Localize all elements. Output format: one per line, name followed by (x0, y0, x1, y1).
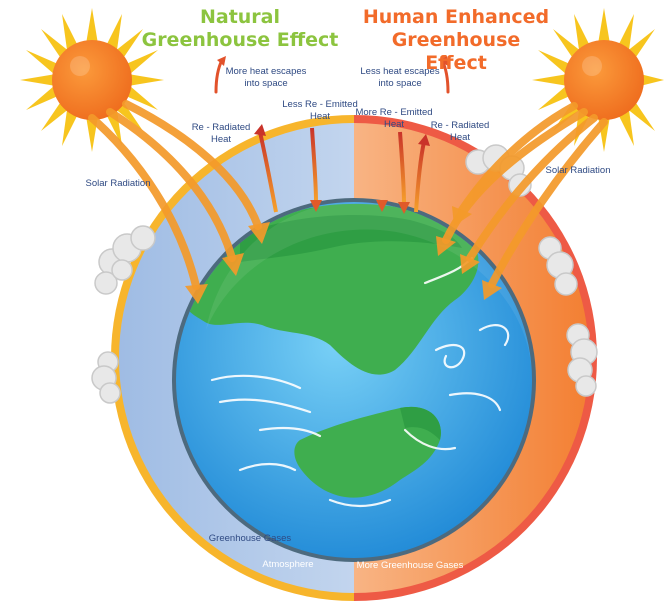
label-solar-radiation-left: Solar Radiation (85, 178, 151, 189)
label-line: Re - Radiated (191, 122, 251, 133)
heat-arrow-more-emitted-2 (398, 131, 410, 214)
heat-arrow-reradiated-right (414, 134, 430, 213)
label-line: Heat (309, 111, 331, 122)
label-line: Less Re - Emitted (282, 99, 358, 110)
label-line: Less heat escapes (360, 66, 440, 77)
title-natural-line2: Greenhouse Effect (141, 29, 339, 51)
label-more-heat-escapes: More heat escapes into space (222, 66, 310, 90)
label-line: into space (244, 78, 288, 89)
solar-radiation-arrows-left (88, 100, 262, 290)
label-more-greenhouse-gases: More Greenhouse Gases (356, 560, 464, 571)
label-solar-radiation-right: Solar Radiation (545, 165, 611, 176)
label-greenhouse-gases: Greenhouse Gases (208, 533, 292, 544)
sun-icon (20, 8, 164, 152)
sun-icon (532, 8, 664, 152)
label-less-re-emitted-heat: Less Re - Emitted Heat (280, 99, 360, 123)
label-line: into space (378, 78, 422, 89)
label-line: More heat escapes (225, 66, 307, 77)
title-natural-greenhouse-effect: Natural Greenhouse Effect (140, 6, 340, 52)
label-more-re-emitted-heat: More Re - Emitted Heat (352, 107, 436, 131)
cloud-icon (94, 225, 156, 295)
cloud-icon (538, 236, 578, 296)
heat-arrow-more-emitted (376, 130, 388, 212)
label-line: Re - Radiated (430, 120, 490, 131)
heat-arrow-escape-right (438, 56, 450, 94)
title-human-line1: Human Enhanced (362, 6, 550, 28)
title-human-line2: Greenhouse Effect (391, 29, 521, 74)
label-line: Heat (383, 119, 405, 130)
label-line: Heat (449, 132, 471, 143)
earth-globe (172, 198, 536, 562)
cloud-icon (566, 323, 598, 397)
title-human-enhanced-greenhouse-effect: Human Enhanced Greenhouse Effect (358, 6, 554, 75)
heat-arrow-reradiated-left (254, 124, 278, 213)
title-natural-line1: Natural (199, 6, 281, 28)
label-reradiated-heat-right: Re - Radiated Heat (428, 120, 492, 144)
heat-arrow-less-emitted (310, 127, 322, 212)
label-line: More Re - Emitted (355, 107, 433, 118)
label-less-heat-escapes: Less heat escapes into space (356, 66, 444, 90)
label-atmosphere: Atmosphere (262, 559, 314, 570)
cloud-icon (91, 351, 121, 404)
heat-arrow-escape-left (214, 56, 226, 94)
label-line: Heat (210, 134, 232, 145)
label-reradiated-heat-left: Re - Radiated Heat (186, 122, 256, 146)
